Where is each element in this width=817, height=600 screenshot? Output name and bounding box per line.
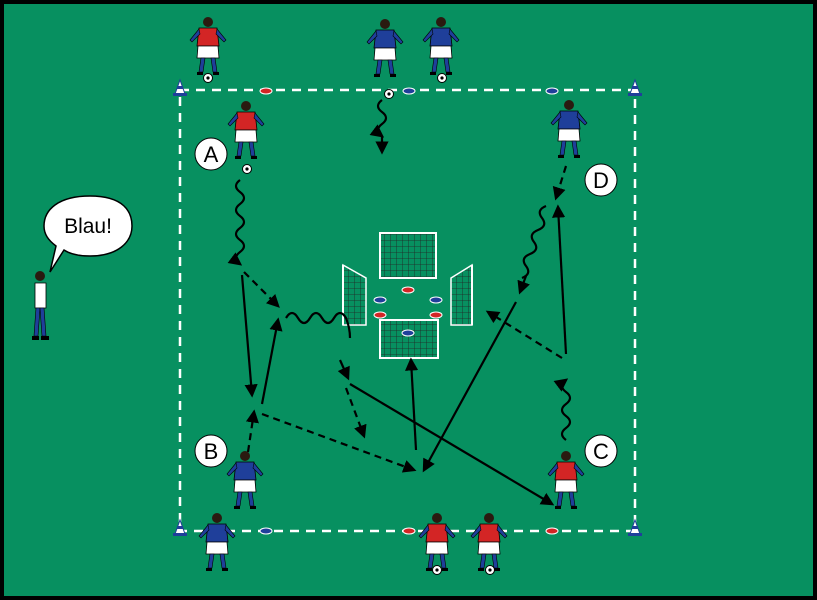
- ball: [485, 565, 495, 575]
- marker-disc-blue: [402, 87, 416, 95]
- ball: [203, 73, 213, 83]
- marker-disc-red: [259, 87, 273, 95]
- label-b-text: B: [204, 439, 219, 464]
- speech-text: Blau!: [64, 215, 112, 238]
- mini-goal-top: [379, 232, 437, 279]
- mini-goal-right: [450, 263, 473, 326]
- label-d-text: D: [593, 168, 609, 193]
- marker-disc-blue: [373, 296, 387, 304]
- marker-disc-blue: [429, 296, 443, 304]
- position-label-b: B: [194, 434, 228, 468]
- pass-arrows: [243, 165, 568, 473]
- marker-disc-red: [402, 527, 416, 535]
- ball: [437, 73, 447, 83]
- label-c-text: C: [593, 439, 609, 464]
- speech-bubble: Blau!: [43, 195, 133, 273]
- marker-disc-red: [401, 286, 415, 294]
- position-label-a: A: [194, 137, 228, 171]
- position-label-d: D: [584, 163, 618, 197]
- marker-disc-red: [545, 527, 559, 535]
- label-a-text: A: [204, 142, 219, 167]
- ball: [242, 164, 252, 174]
- ball: [384, 89, 394, 99]
- coach: [32, 271, 49, 340]
- marker-disc-blue: [259, 527, 273, 535]
- position-label-c: C: [584, 434, 618, 468]
- ball: [432, 565, 442, 575]
- marker-disc-red: [373, 311, 387, 319]
- movement-arrows: [227, 99, 572, 506]
- pitch: [4, 4, 813, 596]
- marker-disc-red: [429, 311, 443, 319]
- marker-disc-blue: [545, 87, 559, 95]
- marker-disc-blue: [401, 329, 415, 337]
- mini-goal-bottom: [379, 319, 439, 359]
